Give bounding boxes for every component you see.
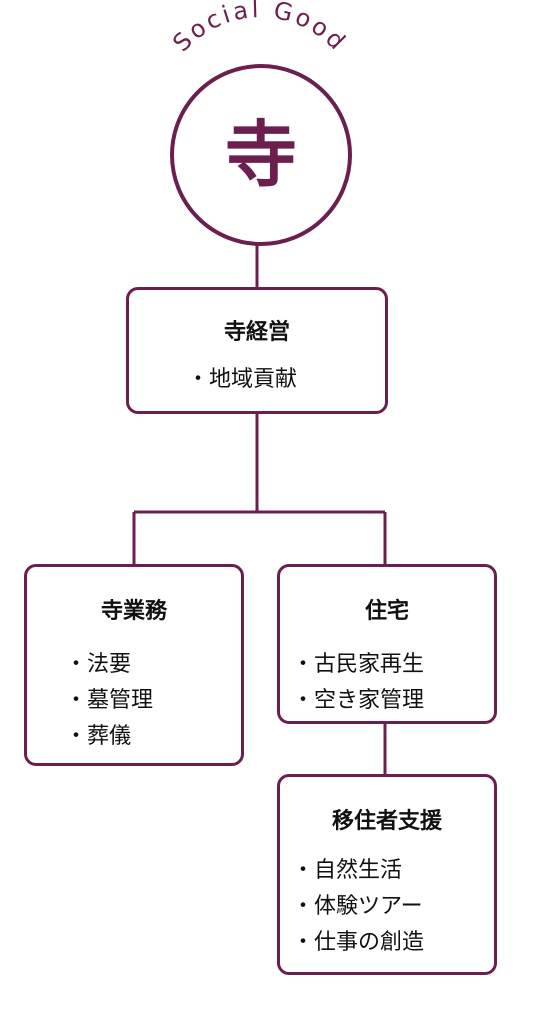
list-item: ・自然生活 [292, 858, 403, 883]
temple-work-box: 寺業務 ・法要 ・墓管理 ・葬儀 [24, 564, 244, 766]
temple-circle: 寺 [170, 64, 352, 246]
list-item: ・仕事の創造 [292, 930, 425, 955]
temple-management-box: 寺経営 ・地域貢献 [126, 287, 388, 414]
svg-text:Social Good: Social Good [167, 0, 352, 57]
list-item: ・地域貢献 [187, 367, 298, 392]
list-item: ・空き家管理 [292, 688, 425, 713]
temple-work-title: 寺業務 [100, 599, 167, 624]
arc-label: Social Good [167, 0, 352, 57]
migration-support-title: 移住者支援 [331, 809, 442, 834]
list-item: ・葬儀 [65, 724, 132, 749]
temple-management-list: ・地域貢献 [129, 362, 385, 398]
housing-title: 住宅 [364, 599, 409, 624]
temple-circle-char: 寺 [224, 113, 297, 197]
arc-label-text: Social Good [167, 0, 349, 57]
housing-box: 住宅 ・古民家再生 ・空き家管理 [277, 564, 497, 724]
temple-work-list: ・法要 ・墓管理 ・葬儀 [27, 647, 241, 755]
housing-list: ・古民家再生 ・空き家管理 [280, 647, 494, 719]
list-item: ・古民家再生 [292, 652, 425, 677]
list-item: ・体験ツアー [292, 894, 423, 919]
temple-management-title: 寺経営 [223, 320, 290, 345]
migration-support-box: 移住者支援 ・自然生活 ・体験ツアー ・仕事の創造 [277, 774, 497, 975]
migration-support-list: ・自然生活 ・体験ツアー ・仕事の創造 [280, 853, 494, 961]
list-item: ・法要 [65, 652, 132, 677]
list-item: ・墓管理 [65, 688, 154, 713]
